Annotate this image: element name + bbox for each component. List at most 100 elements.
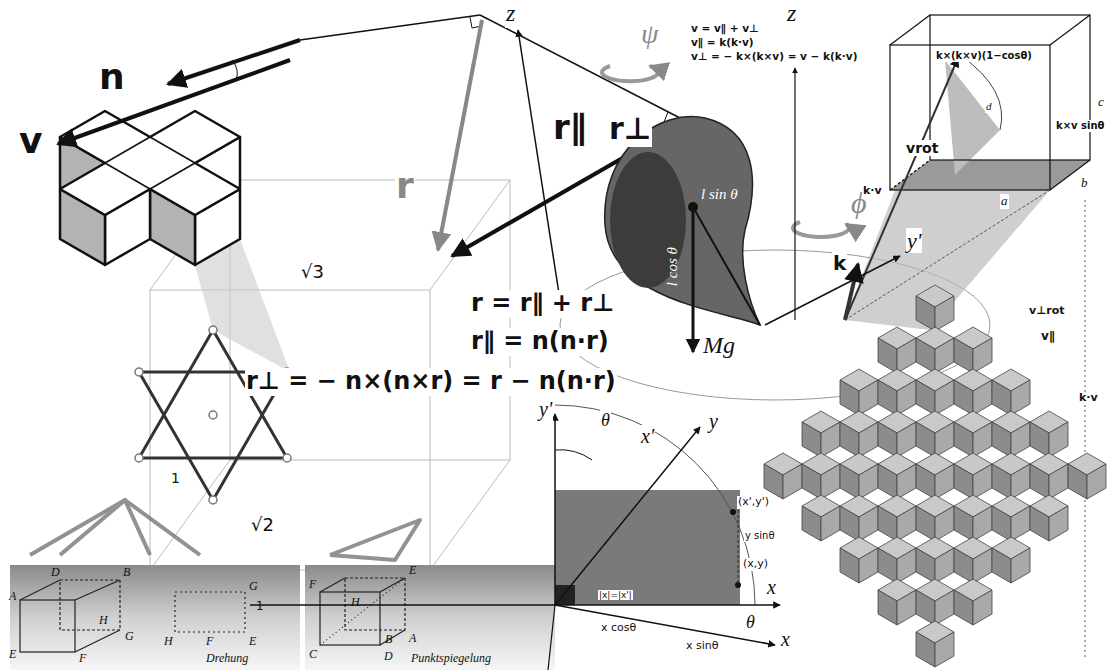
vertex-label: A bbox=[8, 590, 17, 604]
cube bbox=[1030, 495, 1068, 541]
axis-line bbox=[794, 68, 795, 320]
vertex-label: F bbox=[205, 635, 214, 649]
cube bbox=[916, 369, 954, 415]
cube-face bbox=[60, 580, 120, 630]
cube bbox=[916, 495, 954, 541]
cube bbox=[878, 369, 916, 415]
point-label: (x',y') bbox=[737, 496, 770, 509]
panel-caption: Punktspiegelung bbox=[410, 652, 492, 666]
vertex-label: D bbox=[50, 566, 61, 580]
edge-label: b bbox=[1080, 176, 1089, 191]
cube bbox=[878, 495, 916, 541]
box-face bbox=[930, 15, 1090, 160]
cube bbox=[764, 453, 802, 499]
panel-ground bbox=[305, 565, 555, 670]
axis-label: y bbox=[708, 410, 719, 433]
guide-line bbox=[1085, 200, 1086, 660]
pivot-dot bbox=[688, 202, 698, 212]
circle-arc bbox=[555, 405, 755, 605]
guide-line bbox=[300, 15, 480, 40]
vertex-dot bbox=[283, 454, 291, 462]
edge-label: c bbox=[1097, 95, 1105, 110]
cube bbox=[802, 411, 840, 457]
octahedron-edge bbox=[30, 500, 200, 555]
vector-label: v⊥rot bbox=[1028, 305, 1065, 318]
angle-label: θ bbox=[600, 410, 611, 431]
arc-line bbox=[960, 55, 1002, 130]
cube bbox=[916, 327, 954, 373]
component-label: x cosθ bbox=[600, 622, 637, 635]
vertex-label: A bbox=[408, 632, 417, 646]
formula-text: v⊥ = − k×(k×v) = v − k(k·v) bbox=[690, 50, 858, 62]
cube bbox=[878, 537, 916, 583]
cube bbox=[1030, 411, 1068, 457]
vector-label: k·v bbox=[862, 185, 883, 198]
angle-label: ψ bbox=[640, 18, 659, 50]
octahedron-edge bbox=[330, 520, 420, 560]
vertex-label: C bbox=[308, 648, 318, 662]
vertex-label: F bbox=[78, 652, 87, 666]
vertex-label: G bbox=[124, 630, 135, 644]
vector-label: v∥ bbox=[1040, 330, 1056, 344]
cube bbox=[840, 411, 878, 457]
cube bbox=[1068, 453, 1106, 499]
component-label: y sinθ bbox=[744, 530, 776, 542]
cube bbox=[992, 411, 1030, 457]
axis-line bbox=[555, 605, 775, 645]
box-wireframe bbox=[890, 15, 1090, 190]
vector-label: r∥ bbox=[552, 108, 588, 147]
rotated-face bbox=[175, 592, 245, 632]
shade-wedge bbox=[195, 239, 290, 372]
length-label: 1 bbox=[255, 600, 265, 614]
edge-label: a bbox=[1000, 194, 1009, 209]
cube-pile bbox=[764, 285, 1106, 667]
shade-triangle bbox=[945, 60, 1000, 175]
box-edge bbox=[890, 15, 930, 45]
vector-label: r bbox=[395, 165, 415, 206]
teardrop-surface bbox=[605, 117, 760, 325]
cube bbox=[992, 495, 1030, 541]
length-label: 1 bbox=[170, 470, 181, 486]
angle-label: θ bbox=[745, 612, 756, 633]
cube bbox=[954, 537, 992, 583]
pendulum-rod bbox=[693, 207, 760, 325]
vector-label: k·v bbox=[1078, 392, 1099, 405]
vector-label: k×(k×v)(1−cosθ) bbox=[935, 50, 1033, 62]
vertex-label: B bbox=[384, 633, 393, 647]
vertex-label: B bbox=[122, 566, 131, 580]
vertex-label: H bbox=[163, 635, 174, 649]
vector-label: k×v sinθ bbox=[1055, 120, 1105, 132]
cube bbox=[916, 537, 954, 583]
angle-arc bbox=[232, 60, 237, 80]
vertex-label: H bbox=[350, 596, 361, 610]
box-edge bbox=[890, 160, 930, 190]
axis-label: y' bbox=[906, 228, 922, 253]
cube-face bbox=[320, 592, 380, 645]
cube bbox=[992, 369, 1030, 415]
vector-arrow bbox=[845, 58, 958, 320]
cube bbox=[840, 453, 878, 499]
point-dot bbox=[730, 509, 736, 515]
vertex-label: D bbox=[383, 650, 394, 664]
point-label: (x,y) bbox=[742, 558, 769, 571]
octahedron-edge bbox=[60, 500, 150, 555]
axis-label: x bbox=[766, 576, 777, 599]
formula-text: v∥ = k(k·v) bbox=[690, 36, 755, 48]
cross-edge bbox=[105, 137, 195, 189]
cube-edge bbox=[380, 578, 405, 592]
cube-edge bbox=[380, 630, 405, 645]
cube bbox=[954, 579, 992, 625]
box-floor bbox=[890, 160, 1090, 190]
vector-arrow bbox=[58, 60, 290, 144]
guide-line bbox=[480, 15, 680, 118]
vertex-dot bbox=[209, 326, 217, 334]
vector-label: k bbox=[832, 252, 847, 275]
axis-label: x' bbox=[640, 425, 655, 448]
cube-edge bbox=[430, 460, 510, 570]
axis-label: z bbox=[786, 0, 797, 28]
cube bbox=[878, 327, 916, 373]
cube bbox=[916, 453, 954, 499]
shade-band bbox=[845, 190, 1050, 330]
edge-label: d bbox=[985, 100, 993, 113]
